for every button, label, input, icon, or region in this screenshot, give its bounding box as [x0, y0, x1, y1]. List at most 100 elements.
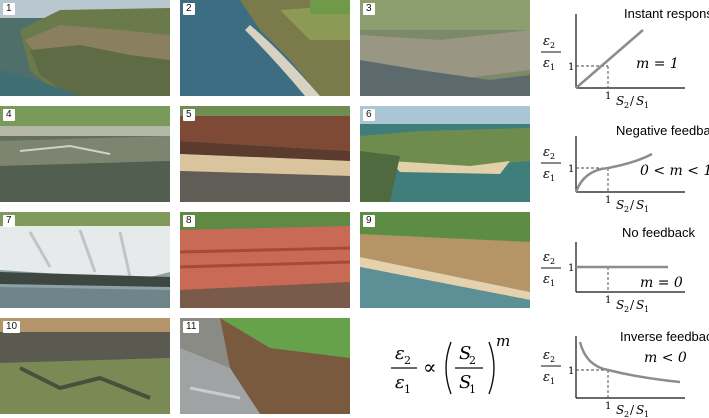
slumped-cliff-photo [180, 318, 350, 414]
photo-number: 5 [183, 109, 195, 121]
svg-text:ε: ε [543, 34, 550, 49]
tick-y: 1 [568, 366, 574, 377]
coastal-cliff-photo [0, 0, 170, 96]
eq-exponent: m [496, 332, 510, 350]
photo-9: 9 [360, 212, 530, 308]
svg-text:2: 2 [624, 205, 629, 214]
panel-title: No feedback [622, 225, 695, 240]
svg-text:S: S [616, 94, 624, 108]
eq-sub1: 1 [404, 383, 411, 396]
photo-number: 6 [363, 109, 375, 121]
svg-text:1: 1 [550, 377, 555, 386]
tick-y: 1 [568, 62, 574, 73]
photo-6: 6 [360, 106, 530, 202]
photo-1: 1 [0, 0, 170, 96]
eq-eps1: ε [395, 372, 405, 393]
eroded-cliff-photo [0, 318, 170, 414]
svg-text:S: S [616, 403, 624, 417]
eq-S2: S [459, 343, 471, 364]
svg-text:2: 2 [624, 101, 629, 110]
panel-title: Inverse feedback [620, 329, 709, 344]
tick-y: 1 [568, 263, 574, 274]
photo-2: 2 [180, 0, 350, 96]
eq-eps2: ε [395, 343, 405, 364]
tick-x: 1 [605, 295, 611, 306]
svg-text:ε: ε [543, 145, 550, 160]
response-curve [575, 29, 644, 89]
response-curve [574, 152, 653, 193]
svg-text:S: S [616, 298, 624, 312]
panel-inverse-feedback: Inverse feedback ε2 ε1 1 1 m < 0 S2 / S1 [540, 314, 709, 418]
svg-text:/: / [630, 298, 635, 312]
panel-param: m < 0 [644, 350, 687, 366]
photo-11: 11 [180, 318, 350, 414]
svg-text:1: 1 [644, 205, 649, 214]
svg-text:1: 1 [550, 63, 555, 72]
photo-5: 5 [180, 106, 350, 202]
photo-4: 4 [0, 106, 170, 202]
photo-3: 3 [360, 0, 530, 96]
eq-sub2b: 2 [469, 354, 476, 367]
photo-number: 1 [3, 3, 15, 15]
svg-text:2: 2 [550, 41, 555, 50]
svg-text:ε: ε [543, 250, 550, 265]
photo-number: 8 [183, 215, 195, 227]
photo-number: 4 [3, 109, 15, 121]
svg-text:2: 2 [550, 257, 555, 266]
svg-text:1: 1 [644, 305, 649, 314]
tick-x: 1 [605, 195, 611, 206]
panel-title: Instant response [624, 6, 709, 21]
svg-text:S: S [636, 403, 644, 417]
panel-instant-response: Instant response ε2 ε1 1 1 m = 1 S2 / S1 [540, 2, 709, 110]
coastal-cliff-photo [360, 0, 530, 96]
svg-text:1: 1 [644, 410, 649, 418]
eq-sub1b: 1 [469, 383, 476, 396]
svg-text:2: 2 [550, 152, 555, 161]
svg-text:ε: ε [543, 272, 550, 287]
tick-x: 1 [605, 91, 611, 102]
red-sandstone-cliff-photo [180, 212, 350, 308]
bay-cliff-photo [360, 106, 530, 202]
svg-text:S: S [636, 298, 644, 312]
svg-text:1: 1 [550, 279, 555, 288]
tick-x: 1 [605, 401, 611, 412]
svg-text:ε: ε [543, 56, 550, 71]
photo-10: 10 [0, 318, 170, 414]
response-curve [578, 341, 681, 384]
svg-text:S: S [636, 198, 644, 212]
power-law-equation: ε 2 ε 1 ∝ S 2 S 1 m [383, 330, 533, 400]
photo-number: 7 [3, 215, 15, 227]
svg-text:/: / [630, 198, 635, 212]
coastal-cliff-photo [180, 0, 350, 96]
photo-8: 8 [180, 212, 350, 308]
sandy-cliff-photo [360, 212, 530, 308]
shore-platform-photo [0, 106, 170, 202]
tick-y: 1 [568, 164, 574, 175]
svg-text:1: 1 [550, 174, 555, 183]
svg-text:S: S [636, 94, 644, 108]
panel-title: Negative feedback [616, 123, 709, 138]
svg-text:2: 2 [624, 305, 629, 314]
panel-param: 0 < m < 1 [640, 163, 709, 179]
svg-text:2: 2 [624, 410, 629, 418]
panel-param: m = 1 [636, 56, 679, 72]
svg-text:/: / [630, 403, 635, 417]
panel-param: m = 0 [640, 275, 683, 291]
layered-cliff-photo [180, 106, 350, 202]
svg-text:ε: ε [543, 348, 550, 363]
svg-text:2: 2 [550, 355, 555, 364]
svg-text:1: 1 [644, 101, 649, 110]
chalk-cliff-photo [0, 212, 170, 308]
svg-text:ε: ε [543, 370, 550, 385]
svg-text:S: S [616, 198, 624, 212]
svg-text:/: / [630, 94, 635, 108]
photo-number: 3 [363, 3, 375, 15]
